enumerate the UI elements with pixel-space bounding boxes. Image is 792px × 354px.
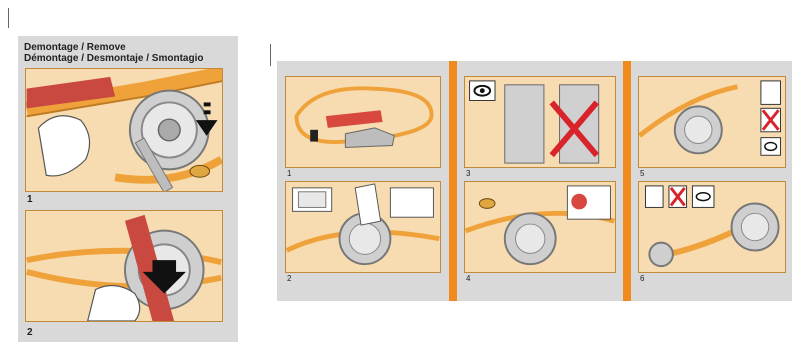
tensioner-release-illustration	[286, 182, 440, 272]
left-margin-rule	[8, 8, 9, 28]
rotate-tensioner-illustration	[465, 182, 615, 272]
new-belt-and-tensioner-icon	[286, 77, 440, 167]
step-4-number: 4	[466, 275, 470, 283]
remove-step-2-number: 2	[27, 328, 33, 338]
step-4-illustration	[464, 181, 616, 273]
step-1-illustration	[285, 76, 441, 168]
step-1-number: 1	[287, 170, 291, 178]
orange-divider-1	[449, 61, 457, 301]
final-check-illustration	[639, 182, 785, 272]
step-5-illustration	[638, 76, 786, 168]
remove-step-1-illustration	[25, 68, 223, 192]
orange-divider-2	[623, 61, 631, 301]
step-2-number: 2	[287, 275, 291, 283]
right-margin-rule	[270, 44, 271, 66]
step-6-number: 6	[640, 275, 644, 283]
remove-step-1-number: 1	[27, 195, 33, 205]
step-3-number: 3	[466, 170, 470, 178]
step-5-number: 5	[640, 170, 644, 178]
belt-remove-illustration	[26, 69, 222, 191]
step-3-illustration	[464, 76, 616, 168]
inspect-tensioner-illustration	[465, 77, 615, 167]
belt-pull-illustration	[26, 211, 222, 321]
section-title-line1: Demontage / Remove	[24, 42, 126, 53]
section-title-line2: Démontage / Desmontaje / Smontagio	[24, 53, 203, 64]
remove-step-2-illustration	[25, 210, 223, 322]
step-6-illustration	[638, 181, 786, 273]
step-2-illustration	[285, 181, 441, 273]
install-belt-illustration	[639, 77, 785, 167]
